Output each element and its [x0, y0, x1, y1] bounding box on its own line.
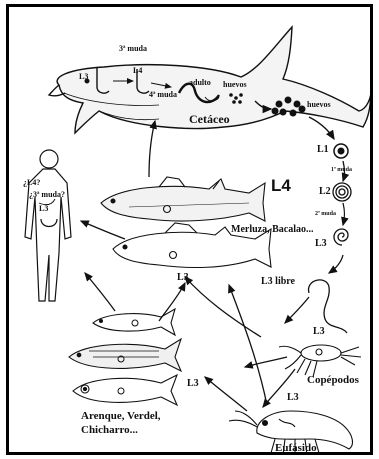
l3-stage-label: L3 [315, 239, 327, 249]
arrow-copepod-to-fish [245, 357, 287, 367]
hake-illustration [101, 177, 265, 221]
human-l4-label: ¿L4? [23, 179, 40, 187]
arrow-krill-to-fish [205, 377, 247, 411]
second-molt-label: 2ª muda [315, 211, 336, 217]
arrow-l3-to-free [329, 255, 343, 273]
eggs-inner-label: huevos [223, 81, 247, 89]
arrow-free-to-copepod [285, 297, 309, 323]
arrow-eggs-to-l1 [309, 117, 334, 139]
horse-mackerel-names-label: Chicharro... [81, 425, 138, 436]
l2-label: L2 [319, 187, 331, 197]
third-molt-label: 3ª muda [119, 45, 147, 53]
l3-coiled-larva [334, 229, 348, 245]
l3-small-fish-label: L3 [187, 379, 199, 389]
human-l3-label: L3 [39, 205, 48, 213]
cetacean-label: Cetáceo [189, 113, 230, 125]
copepods-label: Copépodos [307, 375, 359, 386]
l4-big-label: L4 [271, 177, 291, 194]
l4-in-cetacean-label: L4 [133, 67, 142, 75]
arrow-small-fish-to-human [85, 273, 115, 311]
human-third-molt-label: ¿3ª muda? [29, 191, 65, 199]
small-fish-group [69, 309, 181, 405]
arrow-copepod-to-cod [185, 277, 261, 337]
arrow-krill-to-cod [229, 285, 267, 405]
human-figure [25, 150, 71, 301]
diagram-frame: 3ª muda L3 L4 4ª muda adulto huevos huev… [6, 4, 373, 455]
euphausiid-label: Eufásido [275, 443, 317, 454]
copepod-illustration [279, 345, 361, 377]
l3-krill-label: L3 [287, 393, 299, 403]
arrow-l2-to-l3 [343, 203, 345, 225]
eggs-outer-label: huevos [307, 101, 331, 109]
l3-in-cetacean-label: L3 [79, 73, 88, 81]
l1-egg [334, 144, 348, 158]
fourth-molt-label: 4ª muda [149, 91, 177, 99]
hake-cod-names-label: Merluza, Bacalao... [231, 225, 313, 235]
herring-mackerel-names-label: Arenque, Verdel, [81, 411, 161, 422]
l3-free-label: L3 libre [261, 277, 295, 287]
l2-coiled-larva [333, 183, 351, 201]
arrow-fish-to-cetacean [149, 121, 155, 177]
l3-cod-label: L3 [177, 273, 189, 283]
adult-label: adulto [189, 79, 211, 87]
l3-copepod-label: L3 [313, 327, 325, 337]
first-molt-label: 1ª muda [331, 167, 352, 173]
l1-label: L1 [317, 145, 329, 155]
arrow-cod-to-human [81, 221, 125, 239]
